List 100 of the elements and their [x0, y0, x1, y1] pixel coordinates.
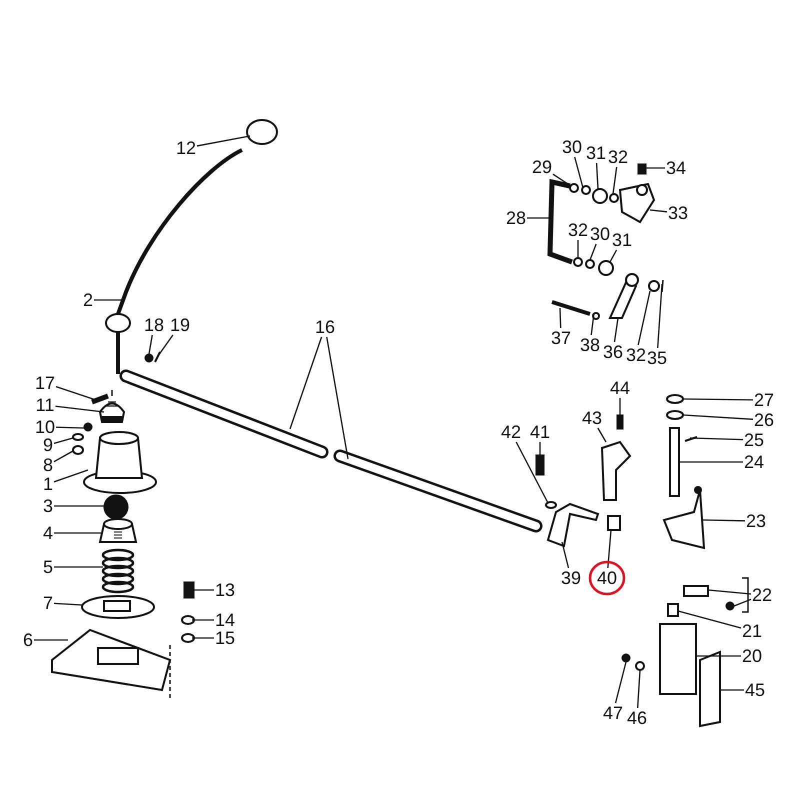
base-plate — [51, 628, 172, 692]
leader-line — [696, 655, 741, 657]
washer — [648, 280, 660, 292]
callout-number: 25 — [742, 430, 766, 450]
callout-number: 6 — [22, 630, 34, 650]
mounting-block — [659, 623, 697, 695]
leader-line — [559, 308, 562, 328]
leader-line — [607, 530, 612, 568]
callout-number: 7 — [42, 593, 54, 613]
callout-number: 39 — [560, 568, 582, 588]
leader-line — [614, 318, 619, 342]
leader-line — [702, 519, 746, 522]
callout-number: 46 — [626, 708, 648, 728]
leader-line — [683, 398, 753, 401]
washer — [72, 445, 84, 455]
bolt — [551, 300, 591, 316]
callout-number: 5 — [42, 557, 54, 577]
spring — [102, 548, 134, 594]
nut — [84, 422, 92, 432]
leader-line — [94, 299, 122, 301]
leader-line — [720, 689, 744, 691]
shift-rod — [334, 450, 542, 532]
callout-number: 22 — [750, 585, 774, 605]
nut — [622, 654, 630, 662]
callout-number: 30 — [588, 224, 612, 244]
leader-line — [326, 336, 349, 460]
callout-number: 29 — [530, 157, 554, 177]
callout-number: 45 — [744, 680, 766, 700]
leader-line — [54, 532, 101, 534]
bolt — [184, 582, 194, 598]
callout-number: 35 — [646, 348, 668, 368]
callout-number: 13 — [214, 580, 236, 600]
leader-line — [148, 334, 153, 354]
callout-number: 23 — [744, 511, 768, 531]
leader-line — [54, 602, 82, 606]
bushing — [585, 259, 595, 269]
leader-line — [636, 670, 641, 708]
cup — [98, 518, 138, 543]
callout-number: 9 — [42, 435, 54, 455]
callout-number: 47 — [602, 703, 624, 723]
washer — [181, 615, 195, 625]
leader-line — [54, 566, 103, 568]
callout-number: 31 — [584, 143, 608, 163]
nut — [726, 602, 734, 610]
leader-line — [734, 598, 752, 607]
callout-number: 12 — [174, 138, 198, 158]
callout-number: 28 — [504, 208, 528, 228]
leader-line — [589, 244, 597, 260]
leader-line — [192, 619, 214, 621]
callout-number: 37 — [550, 328, 572, 348]
leader-line — [56, 386, 96, 401]
callout-number: 40 — [596, 568, 618, 588]
callout-number: 24 — [742, 452, 766, 472]
bushing — [667, 603, 679, 617]
leader-line — [574, 156, 584, 188]
callout-number: 41 — [528, 422, 552, 442]
callout-number: 18 — [142, 315, 166, 335]
rubber-bushing — [592, 188, 608, 204]
callout-number: 21 — [740, 621, 764, 641]
leader-line — [619, 398, 621, 415]
leader-line — [609, 250, 618, 262]
washer — [181, 633, 195, 643]
bolt — [536, 454, 544, 476]
leader-line — [577, 240, 579, 258]
leader-line — [708, 589, 752, 595]
leader-line — [516, 442, 549, 504]
lever-bracket — [662, 486, 706, 550]
bushing — [581, 185, 591, 195]
pin — [684, 436, 698, 442]
knob — [246, 119, 278, 145]
callout-number: 15 — [214, 628, 236, 648]
joint — [683, 585, 709, 597]
leader-line — [54, 450, 74, 462]
callout-number: 10 — [34, 417, 56, 437]
gasket — [81, 595, 155, 619]
rubber-bushing — [598, 260, 614, 276]
leader-line — [55, 406, 104, 413]
link-arm — [608, 273, 639, 319]
callout-number: 33 — [666, 203, 690, 223]
leader-line — [590, 312, 595, 336]
lever — [546, 502, 600, 548]
callout-number: 32 — [624, 345, 648, 365]
housing — [83, 431, 157, 494]
leader-line — [650, 209, 668, 212]
callout-number: 31 — [610, 230, 634, 250]
bushing — [607, 515, 621, 531]
callout-number: 20 — [740, 646, 764, 666]
leader-line — [54, 437, 74, 444]
callout-number: 34 — [664, 158, 688, 178]
leader-line — [54, 469, 88, 483]
leader-line — [678, 610, 742, 629]
plate — [699, 650, 721, 728]
callout-number: 44 — [608, 378, 632, 398]
bolt — [91, 394, 109, 404]
callout-number: 3 — [42, 496, 54, 516]
callout-number: 32 — [566, 220, 590, 240]
callout-number: 2 — [82, 290, 94, 310]
callout-number: 27 — [752, 390, 776, 410]
callout-number: 32 — [606, 147, 630, 167]
leader-line — [289, 336, 322, 430]
